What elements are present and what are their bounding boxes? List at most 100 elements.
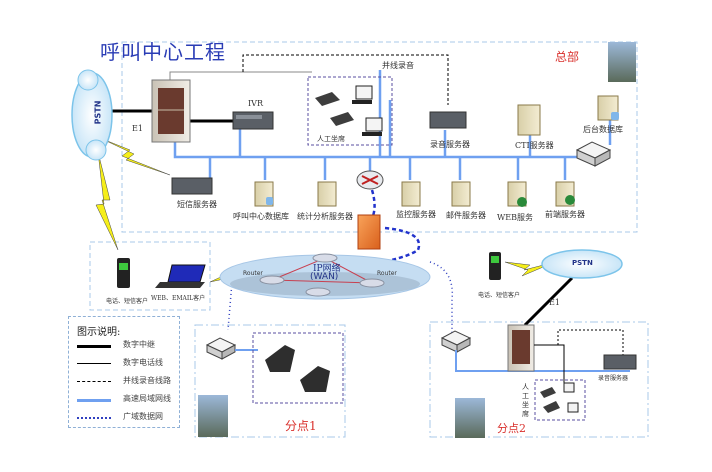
computer-icon bbox=[567, 402, 579, 413]
agents-label: 人工坐席 bbox=[317, 135, 345, 143]
backend-db-label: 后台数据库 bbox=[583, 125, 623, 134]
branch1-building-image bbox=[198, 395, 228, 437]
monitor-server-label: 监控服务器 bbox=[396, 210, 436, 219]
laptop-icon bbox=[155, 264, 206, 288]
recording-server bbox=[429, 111, 467, 129]
web-server-label: WEB服务 bbox=[497, 213, 533, 222]
legend-label: 数字中继 bbox=[123, 340, 155, 349]
mail-server-label: 邮件服务器 bbox=[446, 211, 486, 220]
callcenter-db-server bbox=[254, 181, 274, 207]
callcenter-db-label: 呼叫中心数据库 bbox=[233, 212, 289, 221]
diagram-title: 呼叫中心工程 bbox=[100, 40, 226, 64]
wan-label-line1: IP网络 bbox=[313, 264, 341, 274]
branch2-agents-label: 人工坐席 bbox=[522, 383, 529, 418]
cti-server bbox=[517, 104, 541, 136]
cti-server-label: CTI服务器 bbox=[515, 141, 554, 150]
phone-icon bbox=[330, 112, 354, 126]
ivr-label: IVR bbox=[248, 99, 263, 108]
frontend-server bbox=[555, 181, 575, 207]
sms-server bbox=[171, 177, 213, 195]
web-email-client-label: WEB、EMAIL客户 bbox=[151, 295, 206, 302]
phone-icon bbox=[540, 387, 556, 398]
computer-icon bbox=[563, 382, 575, 393]
router-icon bbox=[359, 278, 385, 288]
branch1-region-label: 分点1 bbox=[285, 419, 317, 433]
switch-icon bbox=[575, 141, 612, 167]
legend-label: 高速局域网线 bbox=[123, 394, 171, 403]
mail-server bbox=[451, 181, 471, 207]
mobile-phone-icon bbox=[117, 258, 130, 288]
branch2-region-label: 分点2 bbox=[497, 422, 526, 435]
router-icon bbox=[312, 253, 338, 263]
hq-region-label: 总部 bbox=[555, 50, 580, 64]
legend-swatch bbox=[77, 345, 111, 348]
phone-icon bbox=[315, 92, 340, 106]
e1-left-label: E1 bbox=[132, 124, 143, 133]
branch2-agents-group bbox=[534, 379, 586, 421]
computer-icon bbox=[362, 117, 383, 136]
branch2-lan bbox=[455, 350, 630, 372]
e1-trunk-right bbox=[523, 276, 574, 327]
ip-phone-icon bbox=[300, 366, 330, 392]
router-right-label: Router bbox=[377, 270, 397, 277]
legend-swatch bbox=[77, 381, 111, 382]
phone-icon bbox=[543, 401, 560, 413]
parallel-recording-label: 并线录音 bbox=[382, 61, 414, 70]
phone-sms-client-left-label: 电话、短信客户 bbox=[106, 298, 149, 305]
legend-swatch bbox=[77, 363, 111, 364]
client-region bbox=[89, 241, 211, 311]
frontend-server-label: 前端服务器 bbox=[545, 210, 585, 219]
legend-item-wan: 广域数据网 bbox=[77, 411, 177, 425]
backend-db-server bbox=[597, 95, 619, 121]
branch2-recording-server-label: 录音服务器 bbox=[598, 375, 629, 382]
recording-server-label: 录音服务器 bbox=[430, 140, 470, 149]
router-icon-hq bbox=[356, 170, 384, 190]
pstn-left-label: PSTN bbox=[93, 100, 103, 125]
legend-label: 并线录音线路 bbox=[123, 376, 171, 385]
firewall-icon bbox=[357, 214, 381, 250]
mobile-phone-icon bbox=[489, 252, 501, 280]
branch2-recording-line bbox=[557, 329, 624, 355]
parallel-recording-line bbox=[242, 54, 449, 105]
stats-server-label: 统计分析服务器 bbox=[297, 212, 353, 221]
stats-server bbox=[317, 181, 337, 207]
wan-link-branch2 bbox=[429, 261, 454, 335]
pstn-right-label: PSTN bbox=[572, 259, 593, 267]
branch2-pbx-rack bbox=[507, 324, 535, 372]
legend: 图示说明: 数字中继 数字电话线 并线录音线路 高速局域网线 广域数据网 bbox=[68, 316, 180, 428]
branch2-building-image bbox=[455, 398, 485, 438]
legend-title: 图示说明: bbox=[77, 327, 121, 338]
pbx-phone-line bbox=[169, 71, 312, 80]
legend-item-recording-line: 并线录音线路 bbox=[77, 375, 177, 389]
router-icon bbox=[259, 275, 285, 285]
sms-server-label: 短信服务器 bbox=[177, 200, 217, 209]
phone-sms-client-right-label: 电话、短信客户 bbox=[478, 292, 521, 299]
pstn-cloud-left bbox=[71, 69, 113, 161]
legend-swatch bbox=[77, 417, 111, 419]
e1-right-label: E1 bbox=[549, 298, 560, 307]
router-left-label: Router bbox=[243, 270, 263, 277]
switch-icon bbox=[205, 337, 237, 360]
wan-link-branch1 bbox=[227, 281, 233, 331]
pbx-rack bbox=[151, 79, 191, 143]
hq-building-image bbox=[608, 42, 636, 82]
branch1-phones-group bbox=[252, 332, 344, 404]
branch2-region bbox=[429, 321, 649, 438]
router-icon bbox=[305, 287, 331, 297]
ivr-server bbox=[232, 111, 274, 130]
pstn-cloud-right bbox=[541, 249, 623, 279]
legend-item-digital-trunk: 数字中继 bbox=[77, 339, 177, 353]
branch2-recording-server bbox=[603, 354, 637, 370]
legend-label: 广域数据网 bbox=[123, 412, 163, 421]
monitor-server bbox=[401, 181, 421, 207]
wan-cloud bbox=[219, 253, 431, 300]
switch-icon bbox=[440, 330, 472, 353]
web-server bbox=[507, 181, 527, 207]
legend-item-lan: 高速局域网线 bbox=[77, 393, 177, 407]
computer-icon bbox=[352, 85, 373, 104]
legend-item-digital-phone-line: 数字电话线 bbox=[77, 357, 177, 371]
branch1-region bbox=[194, 324, 346, 438]
agents-group bbox=[307, 76, 393, 146]
ip-phone-icon bbox=[265, 345, 295, 372]
